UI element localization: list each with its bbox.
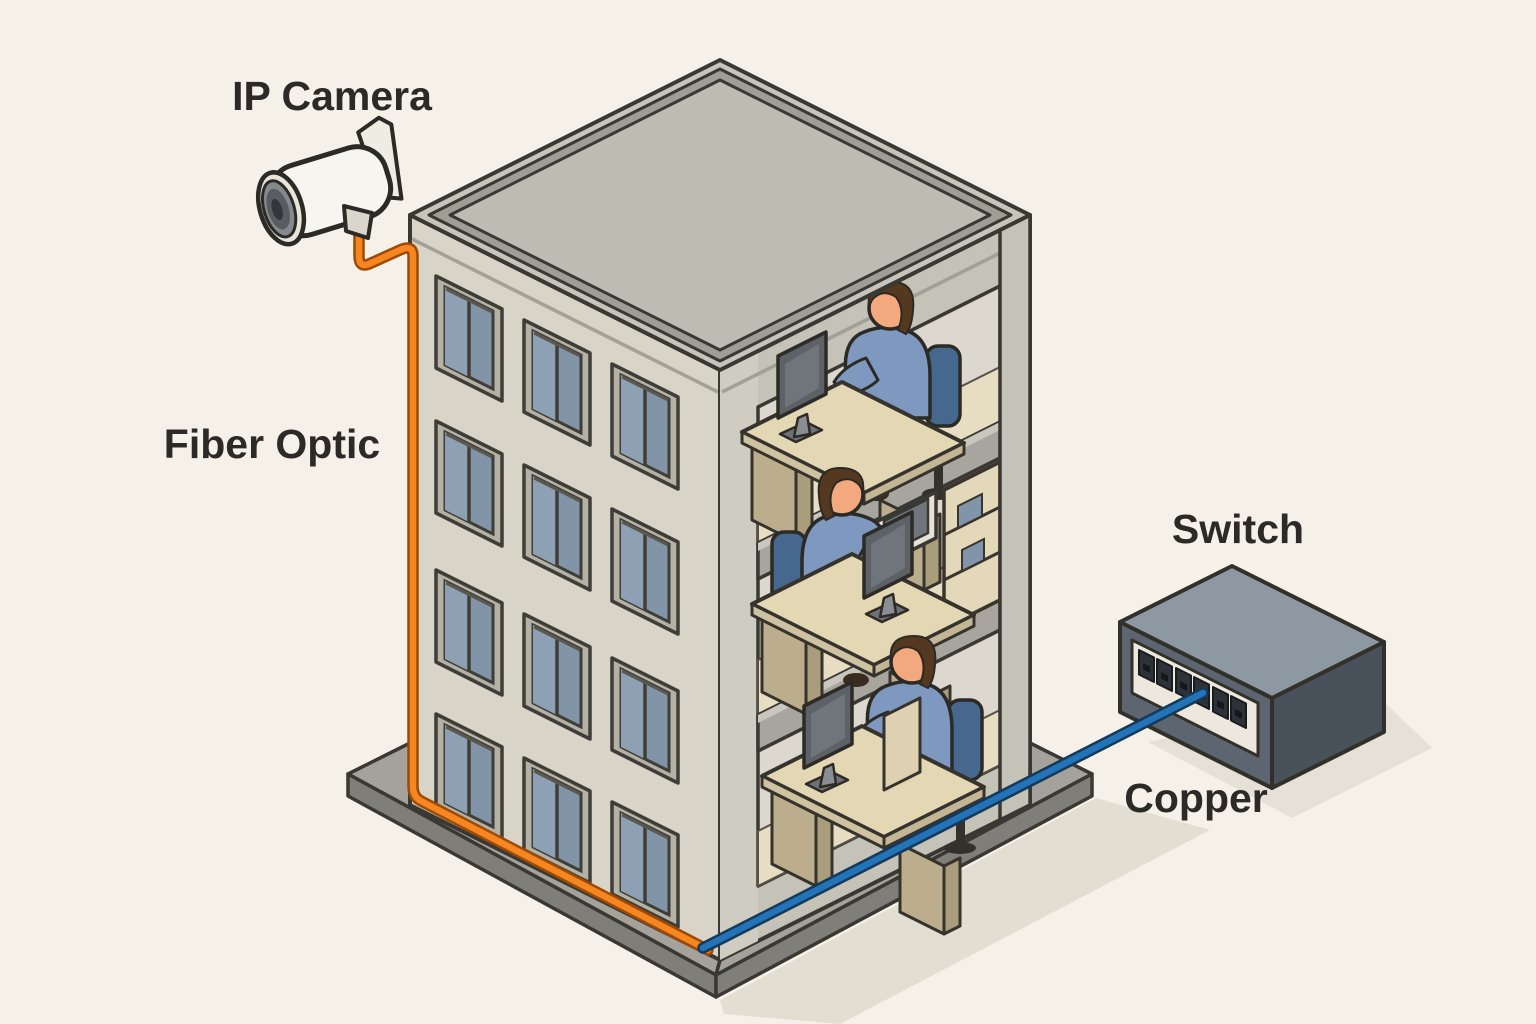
shelf-items [957, 492, 983, 530]
network-switch [1118, 564, 1386, 790]
shelf-items [961, 537, 985, 573]
copper-cable [697, 687, 1209, 954]
building-cutaway-face [718, 213, 1032, 962]
fiber-optic-label: Fiber Optic [164, 421, 380, 467]
ip-camera [255, 115, 404, 247]
fiber-optic-cable [353, 230, 714, 956]
switch-label: Switch [1172, 506, 1304, 552]
desk-divider-panel [882, 696, 922, 792]
camera-mount [342, 204, 374, 240]
copper-label: Copper [1124, 775, 1268, 821]
office-building [408, 58, 1032, 962]
switch-top-face [1118, 564, 1386, 700]
building-roof [408, 58, 1032, 372]
building-shadow [720, 798, 1210, 1024]
office-bottom-floor [760, 634, 986, 936]
ip-camera-label: IP Camera [232, 73, 433, 119]
